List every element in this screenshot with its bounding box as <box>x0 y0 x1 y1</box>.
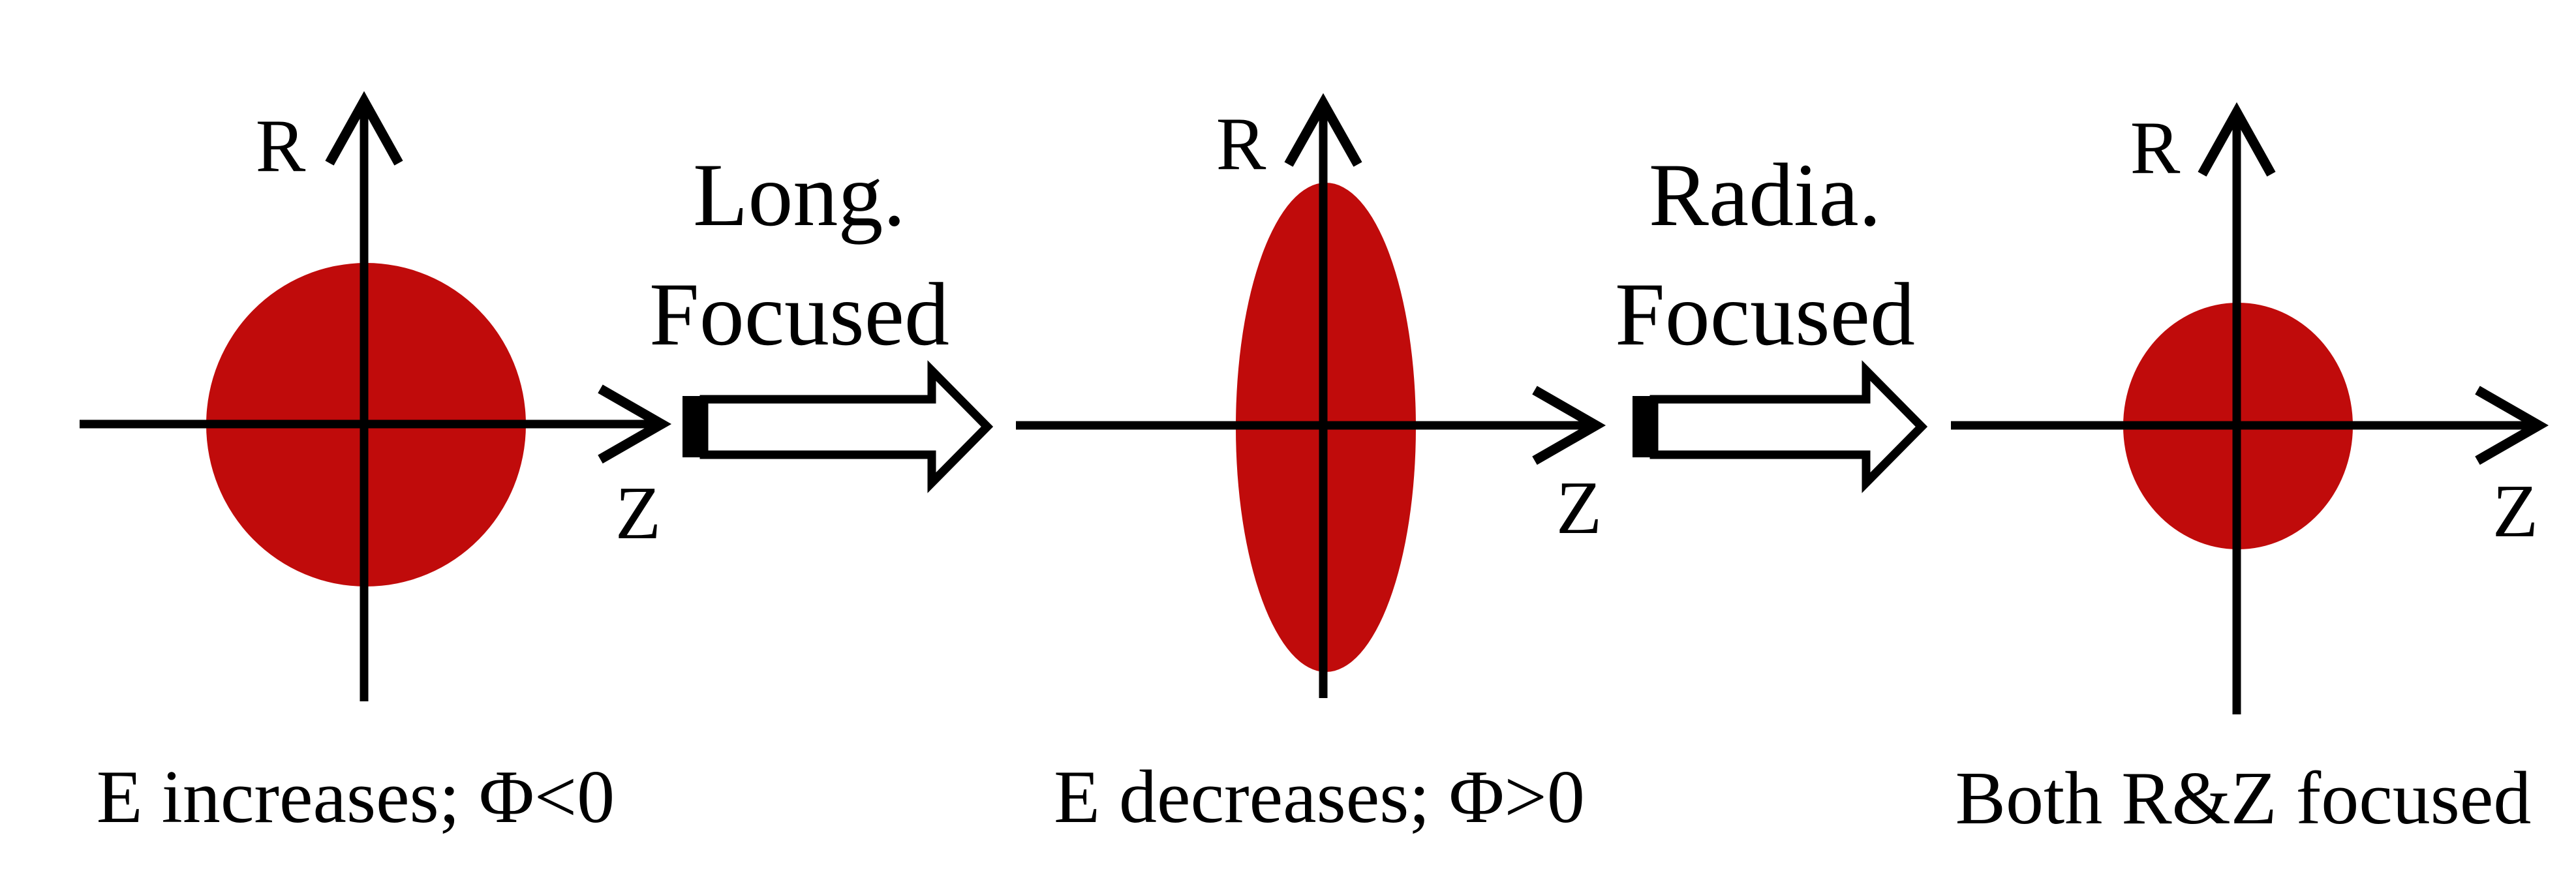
panel-both-focused-beam: R Z Both R&Z focused <box>1951 102 2549 840</box>
r-axis-label: R <box>2130 106 2181 189</box>
block-arrow-icon <box>699 360 994 493</box>
panel-long-focused-beam: R Z E decreases; Φ>0 <box>1016 93 1606 839</box>
panel-initial-beam: R Z E increases; Φ<0 <box>80 91 672 839</box>
r-axis-arrowhead-icon <box>325 91 403 166</box>
z-axis-arrowhead-icon <box>598 384 672 464</box>
panel-caption: E decreases; Φ>0 <box>1054 755 1585 839</box>
z-axis-label: Z <box>2492 470 2538 553</box>
panel2-axes <box>1016 93 1606 698</box>
panel3-axes <box>1951 102 2549 714</box>
r-axis-arrowhead-icon <box>2198 102 2276 177</box>
panel1-axes <box>80 91 672 701</box>
block-arrow-tail-bar <box>682 396 704 457</box>
transition-longitudinal: Long. Focused <box>649 145 994 493</box>
panel-caption: Both R&Z focused <box>1955 757 2532 840</box>
r-axis-label: R <box>1216 102 1266 185</box>
z-axis-arrowhead-icon <box>2475 386 2549 465</box>
z-axis-label: Z <box>1556 466 1602 549</box>
block-arrow-tail-bar <box>1633 396 1654 457</box>
transition-radial: Radia. Focused <box>1615 145 1928 493</box>
transition-label-line1: Long. <box>693 145 906 245</box>
transition-label-line2: Focused <box>1615 264 1915 364</box>
panel-caption: E increases; Φ<0 <box>97 755 615 839</box>
block-arrow-icon <box>1649 360 1928 493</box>
transition-label-line2: Focused <box>649 264 949 364</box>
z-axis-arrowhead-icon <box>1532 386 1606 465</box>
z-axis-label: Z <box>615 472 661 555</box>
transition-label-line1: Radia. <box>1649 145 1881 245</box>
r-axis-label: R <box>256 104 306 187</box>
r-axis-arrowhead-icon <box>1284 93 1362 167</box>
